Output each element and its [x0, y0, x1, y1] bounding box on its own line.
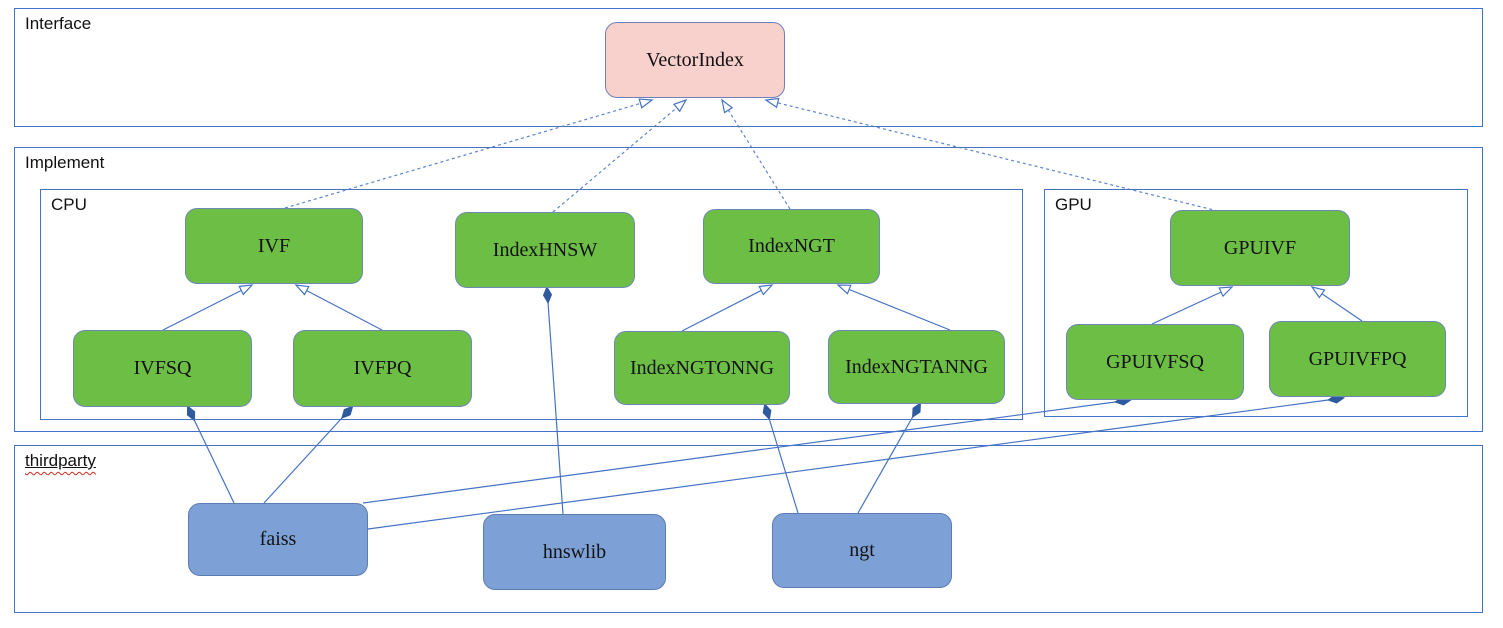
node-ivfpq[interactable]: IVFPQ — [293, 330, 472, 407]
container-label-implement: Implement — [25, 153, 104, 173]
node-label-gpuivfpq: GPUIVFPQ — [1308, 347, 1407, 370]
node-ngt[interactable]: ngt — [772, 513, 952, 588]
node-label-indexngtanng: IndexNGTANNG — [845, 355, 988, 378]
node-gpuivfpq[interactable]: GPUIVFPQ — [1269, 321, 1446, 397]
node-label-ivfsq: IVFSQ — [133, 357, 192, 379]
node-vectorindex[interactable]: VectorIndex — [605, 22, 785, 98]
node-indexngt[interactable]: IndexNGT — [703, 209, 880, 284]
container-label-text-thirdparty: thirdparty — [25, 451, 96, 470]
node-label-gpuivfsq: GPUIVFSQ — [1106, 350, 1204, 373]
container-label-text-cpu: CPU — [51, 195, 87, 214]
container-gpu[interactable]: GPU — [1044, 189, 1468, 417]
node-label-gpuivf: GPUIVF — [1223, 236, 1297, 259]
node-gpuivfsq[interactable]: GPUIVFSQ — [1066, 324, 1244, 400]
container-label-interface: Interface — [25, 14, 91, 34]
container-label-thirdparty: thirdparty — [25, 451, 96, 471]
node-label-ivfpq: IVFPQ — [353, 357, 412, 379]
container-implement[interactable]: Implement — [14, 147, 1483, 432]
container-label-cpu: CPU — [51, 195, 87, 215]
container-label-gpu: GPU — [1055, 195, 1092, 215]
node-label-vectorindex: VectorIndex — [646, 48, 744, 71]
container-label-text-interface: Interface — [25, 14, 92, 33]
node-faiss[interactable]: faiss — [188, 503, 368, 576]
node-label-indexngt: IndexNGT — [748, 235, 835, 257]
node-indexngtanng[interactable]: IndexNGTANNG — [828, 330, 1005, 404]
node-label-indexngtonng: IndexNGTONNG — [629, 356, 775, 379]
node-label-indexhnsw: IndexHNSW — [492, 238, 598, 261]
node-gpuivf[interactable]: GPUIVF — [1170, 210, 1350, 286]
node-hnswlib[interactable]: hnswlib — [483, 514, 666, 590]
node-label-ivf: IVF — [257, 234, 291, 257]
node-label-ngt: ngt — [849, 539, 875, 561]
node-ivf[interactable]: IVF — [185, 208, 363, 284]
node-label-hnswlib: hnswlib — [542, 540, 607, 563]
container-label-text-gpu: GPU — [1055, 195, 1092, 214]
node-ivfsq[interactable]: IVFSQ — [73, 330, 252, 407]
container-label-text-implement: Implement — [25, 153, 105, 172]
container-thirdparty[interactable]: thirdparty — [14, 445, 1483, 613]
container-cpu[interactable]: CPU — [40, 189, 1023, 420]
node-indexngtonng[interactable]: IndexNGTONNG — [614, 331, 790, 405]
node-indexhnsw[interactable]: IndexHNSW — [455, 212, 635, 288]
container-interface[interactable]: Interface — [14, 8, 1483, 127]
node-label-faiss: faiss — [259, 528, 297, 550]
